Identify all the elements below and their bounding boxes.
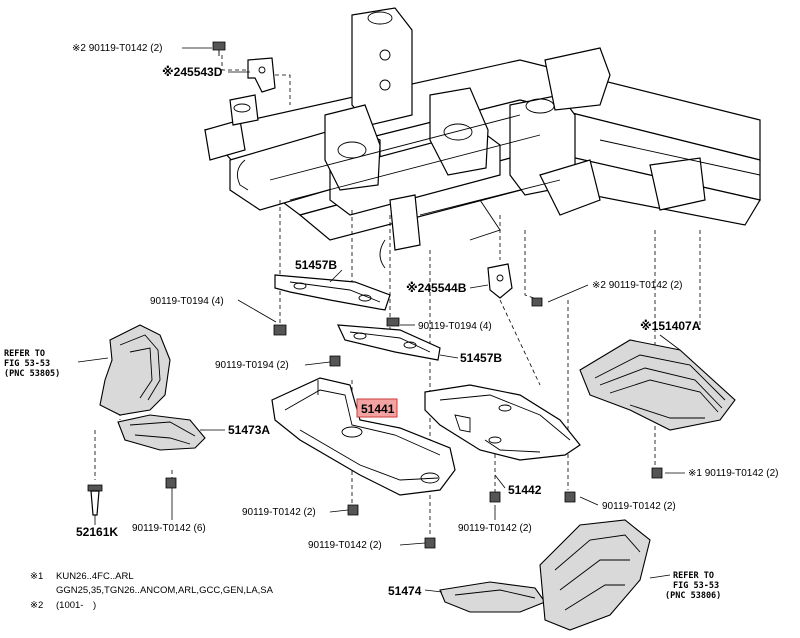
ref-left-line3[interactable]: (PNC 53805)	[4, 369, 60, 379]
highlight-box	[356, 398, 398, 418]
bolt-top-left[interactable]	[212, 41, 226, 56]
note2-line1: (1001- )	[56, 600, 96, 611]
label-bolt-mid-left-2[interactable]: 90119-T0194 (2)	[215, 360, 289, 371]
ref-right-line1[interactable]: REFER TO	[673, 571, 714, 581]
label-bolt-center-2[interactable]: 90119-T0142 (2)	[308, 540, 382, 551]
part-51442-cover[interactable]	[424, 384, 581, 461]
highlight-51441[interactable]: 51441	[356, 398, 398, 418]
ref-left-line2[interactable]: FIG 53-53	[4, 359, 50, 369]
clip-52161K[interactable]	[87, 484, 103, 516]
leader-lines	[94, 47, 685, 593]
note1-line2: GGN25,35,TGN26..ANCOM,ARL,GCC,GEN,LA,SA	[56, 585, 274, 596]
bracket-51457B-upper[interactable]	[274, 274, 391, 311]
fender-liner-right[interactable]	[539, 519, 671, 631]
bolt-group-center[interactable]	[165, 317, 663, 549]
label-51441[interactable]: 51441	[361, 402, 395, 416]
label-45544B[interactable]: ※245544B	[406, 281, 467, 295]
ref-right-line3[interactable]: (PNC 53806)	[665, 591, 721, 601]
label-bolt-left-low[interactable]: 90119-T0142 (6)	[132, 523, 206, 534]
ref-right-line2[interactable]: FIG 53-53	[673, 581, 719, 591]
note2-mark: ※2	[30, 600, 43, 611]
label-bolt-mid-left-1[interactable]: 90119-T0194 (4)	[150, 296, 224, 307]
label-bolt-top-left[interactable]: ※2 90119-T0142 (2)	[72, 43, 162, 54]
part-51473A-cover[interactable]	[117, 414, 206, 451]
part-51407A-skid-plate[interactable]	[579, 339, 736, 431]
ref-left-line1[interactable]: REFER TO	[4, 349, 45, 359]
part-51441-cover[interactable]	[271, 377, 456, 496]
label-51457B-lower[interactable]: 51457B	[460, 351, 502, 365]
label-bolt-center-1[interactable]: 90119-T0142 (2)	[242, 507, 316, 518]
bracket-45543D[interactable]	[247, 57, 276, 93]
fender-liner-left[interactable]	[77, 324, 171, 416]
label-51442[interactable]: 51442	[508, 483, 542, 497]
label-bolt-mid-right[interactable]: 90119-T0194 (4)	[418, 321, 492, 332]
label-51474[interactable]: 51474	[388, 584, 422, 598]
label-bolt-right[interactable]: ※2 90119-T0142 (2)	[592, 280, 682, 291]
footnotes: ※1 KUN26..4FC..ARL GGN25,35,TGN26..ANCOM…	[30, 571, 274, 611]
vehicle-frame	[203, 7, 761, 269]
bracket-45544B[interactable]	[487, 263, 513, 299]
bracket-51457B-lower[interactable]	[337, 324, 441, 361]
label-45543D[interactable]: ※245543D	[162, 65, 223, 79]
note1-mark: ※1	[30, 571, 43, 582]
note1-line1: KUN26..4FC..ARL	[56, 571, 134, 582]
label-bolt-center-r[interactable]: 90119-T0142 (2)	[602, 501, 676, 512]
label-bolt-right-low[interactable]: ※1 90119-T0142 (2)	[688, 468, 778, 479]
label-51473A[interactable]: 51473A	[228, 423, 270, 437]
bolt-right-top[interactable]	[531, 297, 543, 307]
label-51457B-upper[interactable]: 51457B	[295, 258, 337, 272]
part-51474-cover[interactable]	[439, 581, 546, 613]
label-52161K[interactable]: 52161K	[76, 525, 118, 539]
label-bolt-center-3[interactable]: 90119-T0142 (2)	[458, 523, 532, 534]
label-51407A[interactable]: ※151407A	[640, 319, 701, 333]
part-labels: ※2 90119-T0142 (2) ※245543D 51457B 90119…	[4, 43, 778, 601]
